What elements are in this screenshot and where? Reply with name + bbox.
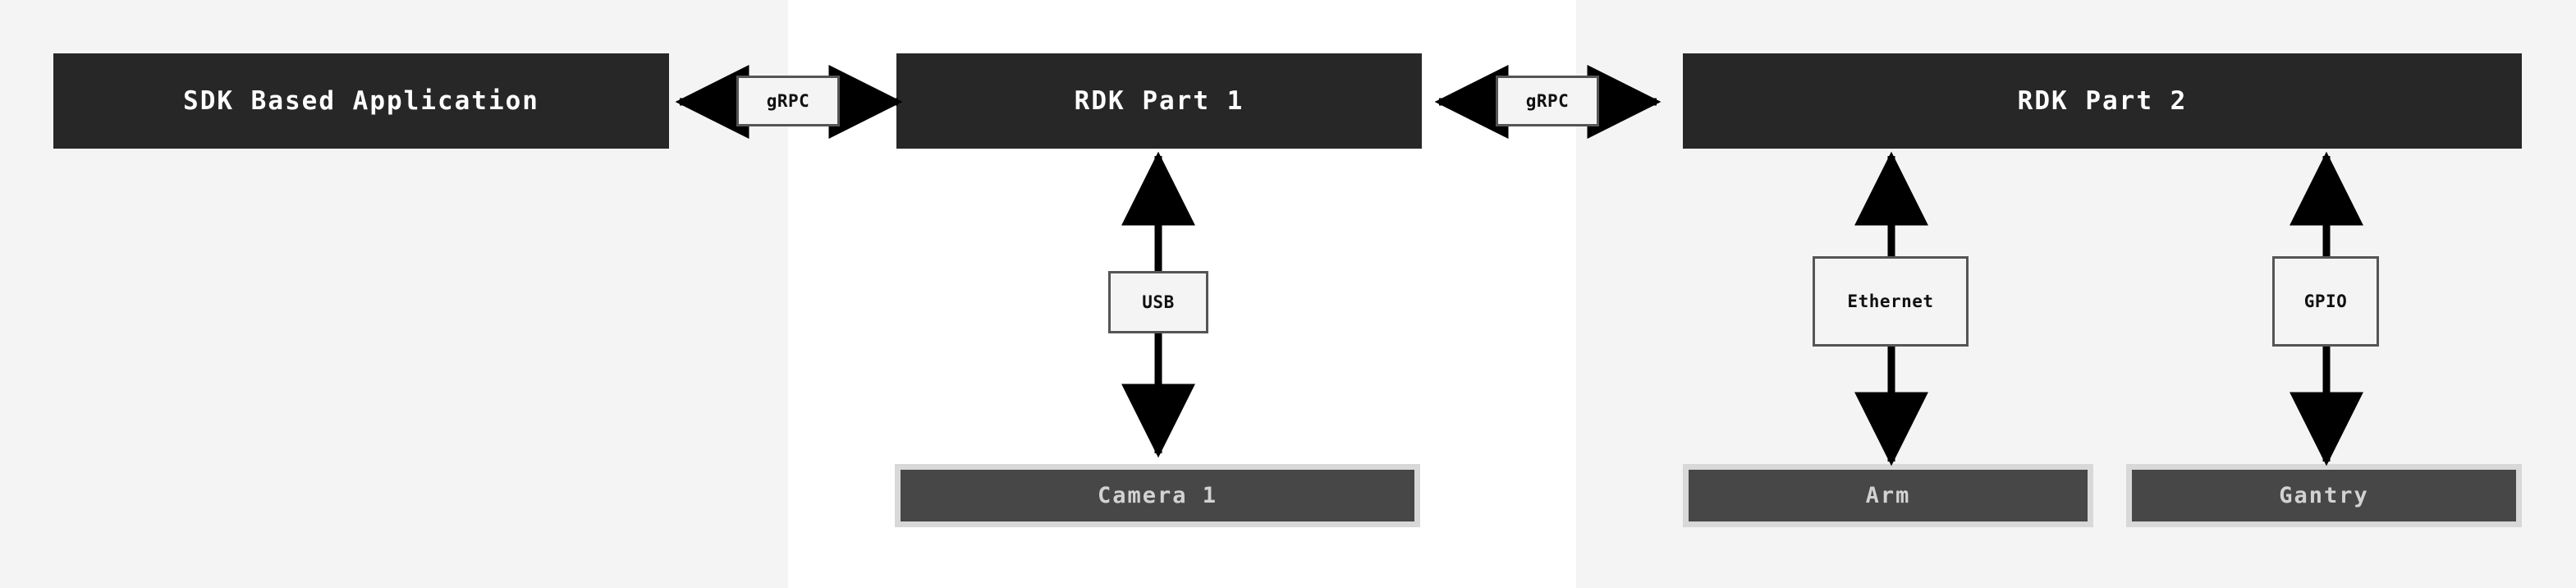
- protocol-label-grpc-right[interactable]: gRPC: [1496, 76, 1599, 126]
- protocol-label-gpio-text: GPIO: [2303, 292, 2348, 311]
- device-camera-1[interactable]: Camera 1: [895, 464, 1420, 527]
- protocol-label-grpc-left-text: gRPC: [766, 91, 810, 111]
- protocol-label-ethernet-text: Ethernet: [1847, 292, 1934, 311]
- device-gantry-label: Gantry: [2279, 483, 2369, 508]
- block-sdk-app-label: SDK Based Application: [183, 86, 539, 116]
- block-sdk-app[interactable]: SDK Based Application: [53, 53, 669, 149]
- block-rdk-part-1-label: RDK Part 1: [1074, 86, 1244, 116]
- device-gantry[interactable]: Gantry: [2126, 464, 2522, 527]
- block-rdk-part-2[interactable]: RDK Part 2: [1683, 53, 2522, 149]
- protocol-label-usb[interactable]: USB: [1108, 271, 1208, 333]
- device-arm-label: Arm: [1865, 483, 1911, 508]
- block-rdk-part-1[interactable]: RDK Part 1: [896, 53, 1422, 149]
- block-rdk-part-2-label: RDK Part 2: [2017, 86, 2188, 116]
- device-camera-1-label: Camera 1: [1097, 483, 1218, 508]
- protocol-label-usb-text: USB: [1142, 292, 1175, 312]
- protocol-label-grpc-left[interactable]: gRPC: [736, 76, 840, 126]
- device-arm[interactable]: Arm: [1683, 464, 2093, 527]
- protocol-label-ethernet[interactable]: Ethernet: [1813, 256, 1969, 347]
- protocol-label-grpc-right-text: gRPC: [1525, 91, 1570, 111]
- protocol-label-gpio[interactable]: GPIO: [2272, 256, 2379, 347]
